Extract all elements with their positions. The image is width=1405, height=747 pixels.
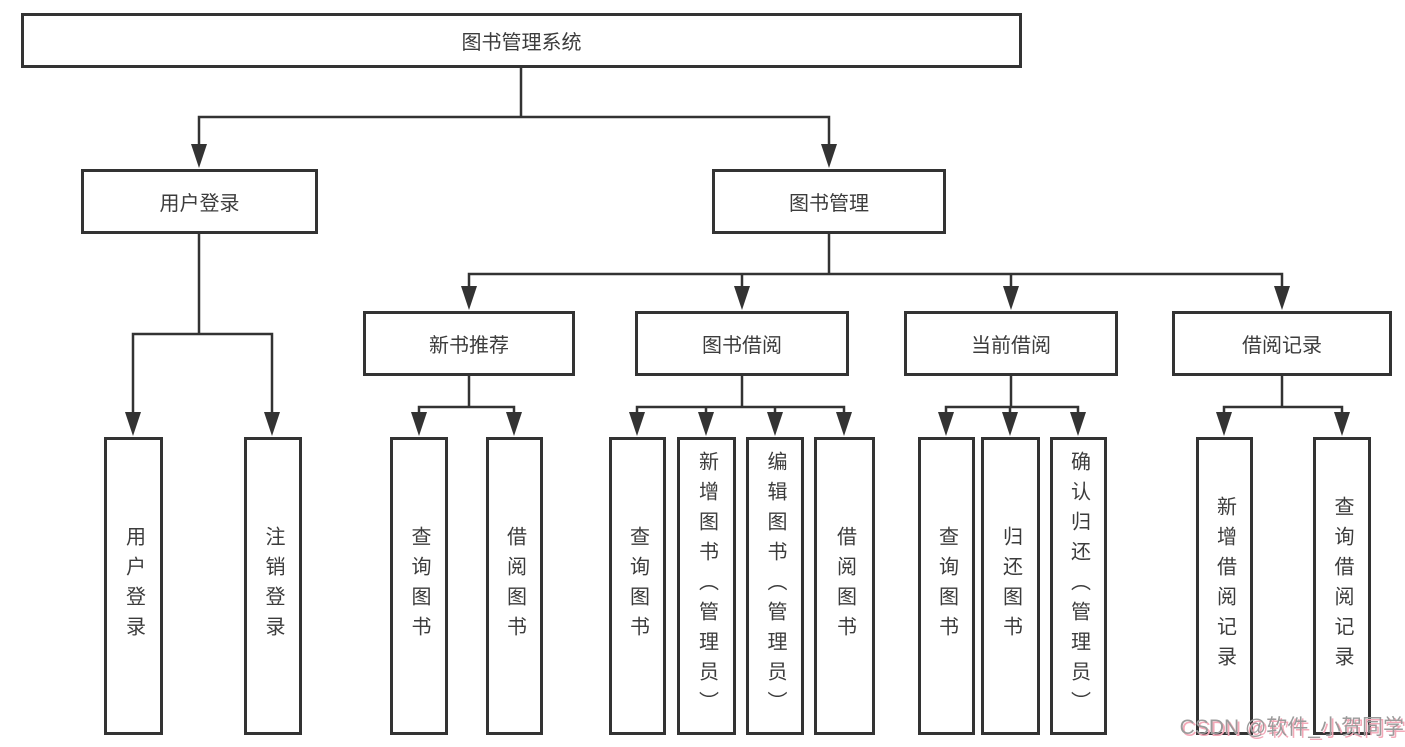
node-label: 查询图书 bbox=[935, 526, 958, 646]
node-leaf-query-borrow-record: 查询借阅记录 bbox=[1313, 437, 1371, 735]
node-label: 编辑图书（管理员） bbox=[764, 451, 786, 721]
node-label: 归还图书 bbox=[999, 526, 1022, 646]
node-label: 借阅记录 bbox=[1242, 335, 1322, 357]
node-leaf-add-borrow-record: 新增借阅记录 bbox=[1196, 437, 1253, 735]
node-leaf-user-login: 用户登录 bbox=[104, 437, 163, 735]
node-leaf-borrow-books: 借阅图书 bbox=[814, 437, 875, 735]
node-root-system: 图书管理系统 bbox=[21, 13, 1022, 68]
node-book-borrow: 图书借阅 bbox=[635, 311, 849, 376]
node-label: 新书推荐 bbox=[429, 335, 509, 357]
node-label: 借阅图书 bbox=[833, 526, 856, 646]
node-leaf-add-books-admin: 新增图书（管理员） bbox=[677, 437, 736, 735]
node-user-login: 用户登录 bbox=[81, 169, 318, 234]
node-new-book-recommend: 新书推荐 bbox=[363, 311, 575, 376]
node-label: 新增图书（管理员） bbox=[695, 451, 718, 721]
node-label: 确认归还（管理员） bbox=[1067, 451, 1090, 721]
node-label: 当前借阅 bbox=[971, 335, 1051, 357]
node-label: 注销登录 bbox=[262, 526, 284, 646]
node-label: 用户登录 bbox=[159, 193, 240, 215]
node-label: 查询借阅记录 bbox=[1331, 496, 1353, 676]
node-leaf-return-books: 归还图书 bbox=[981, 437, 1040, 735]
node-label: 用户登录 bbox=[122, 526, 145, 646]
node-label: 新增借阅记录 bbox=[1213, 496, 1236, 676]
arrow-down-icon bbox=[125, 144, 1350, 436]
watermark-shadow-text: CSDN @软件_小贺同学 bbox=[1181, 718, 1405, 741]
node-current-borrow: 当前借阅 bbox=[904, 311, 1118, 376]
node-label: 查询图书 bbox=[408, 526, 430, 646]
node-borrow-records: 借阅记录 bbox=[1172, 311, 1392, 376]
node-label: 图书借阅 bbox=[702, 335, 782, 357]
node-leaf-query-books: 查询图书 bbox=[918, 437, 975, 735]
node-label: 借阅图书 bbox=[503, 526, 526, 646]
csdn-watermark: CSDN @软件_小贺同学 CSDN @软件_小贺同学 bbox=[1179, 714, 1405, 742]
tree-edges bbox=[131, 66, 1344, 418]
node-leaf-confirm-return-admin: 确认归还（管理员） bbox=[1050, 437, 1107, 735]
node-leaf-query-books: 查询图书 bbox=[390, 437, 448, 735]
node-leaf-borrow-books: 借阅图书 bbox=[486, 437, 543, 735]
node-leaf-query-books: 查询图书 bbox=[609, 437, 666, 735]
node-label: 查询图书 bbox=[626, 526, 649, 646]
watermark-text: CSDN @软件_小贺同学 bbox=[1179, 716, 1404, 739]
node-label: 图书管理系统 bbox=[461, 32, 582, 54]
node-book-management: 图书管理 bbox=[712, 169, 946, 234]
node-leaf-edit-books-admin: 编辑图书（管理员） bbox=[746, 437, 804, 735]
node-leaf-logout: 注销登录 bbox=[244, 437, 302, 735]
node-label: 图书管理 bbox=[789, 193, 869, 215]
